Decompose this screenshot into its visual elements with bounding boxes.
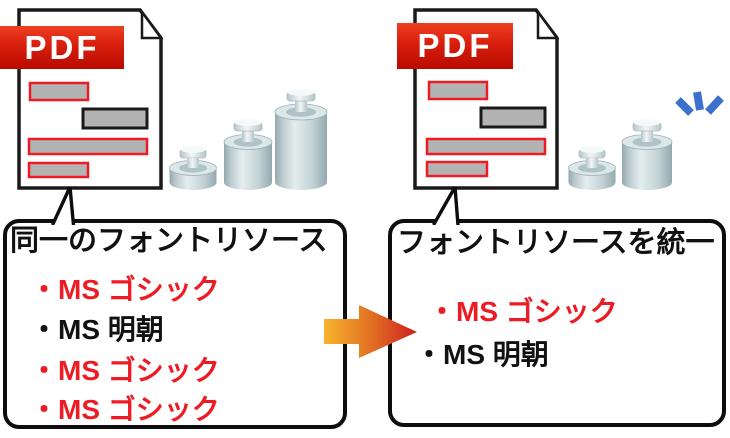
font-list-item: ・MS ゴシック bbox=[30, 394, 220, 425]
page-fold-icon bbox=[140, 8, 164, 40]
text-line-bar-red bbox=[28, 81, 90, 102]
callout-before bbox=[3, 219, 347, 429]
callout-after bbox=[388, 219, 726, 427]
weight-icon-medium bbox=[223, 119, 273, 190]
weight-icon-small bbox=[568, 146, 616, 190]
text-line-bar-red bbox=[425, 160, 489, 178]
font-list-item: ・MS ゴシック bbox=[30, 355, 220, 386]
callout-after-title: フォントリソースを統一 bbox=[397, 227, 715, 259]
callout-before-title: 同一のフォントリソース bbox=[10, 225, 328, 257]
text-line-bar-red bbox=[427, 80, 489, 101]
pdf-badge: PDF bbox=[0, 26, 124, 69]
text-line-bar-black bbox=[479, 106, 547, 129]
weight-icon-large bbox=[274, 89, 328, 190]
sparkle-icon bbox=[675, 91, 724, 116]
pdf-badge: PDF bbox=[397, 23, 513, 69]
text-line-bar-red bbox=[425, 137, 547, 156]
speech-bubble-tail bbox=[50, 186, 76, 225]
transform-arrow-icon bbox=[324, 305, 417, 358]
weight-icon-medium bbox=[621, 119, 673, 190]
font-list-item: ・MS ゴシック bbox=[428, 296, 618, 327]
speech-bubble-tail bbox=[432, 186, 460, 225]
page-fold-icon bbox=[536, 8, 560, 40]
font-list-item: ・MS 明朝 bbox=[415, 339, 549, 370]
font-list-item: ・MS 明朝 bbox=[30, 314, 164, 345]
font-list-item: ・MS ゴシック bbox=[30, 274, 220, 305]
weight-icon-small bbox=[169, 146, 217, 190]
file-size-weights-after-icon bbox=[568, 91, 724, 190]
text-line-bar-red bbox=[27, 161, 90, 179]
text-line-bar-red bbox=[27, 137, 149, 156]
text-line-bar-black bbox=[81, 107, 149, 130]
file-size-weights-before-icon bbox=[169, 89, 328, 190]
